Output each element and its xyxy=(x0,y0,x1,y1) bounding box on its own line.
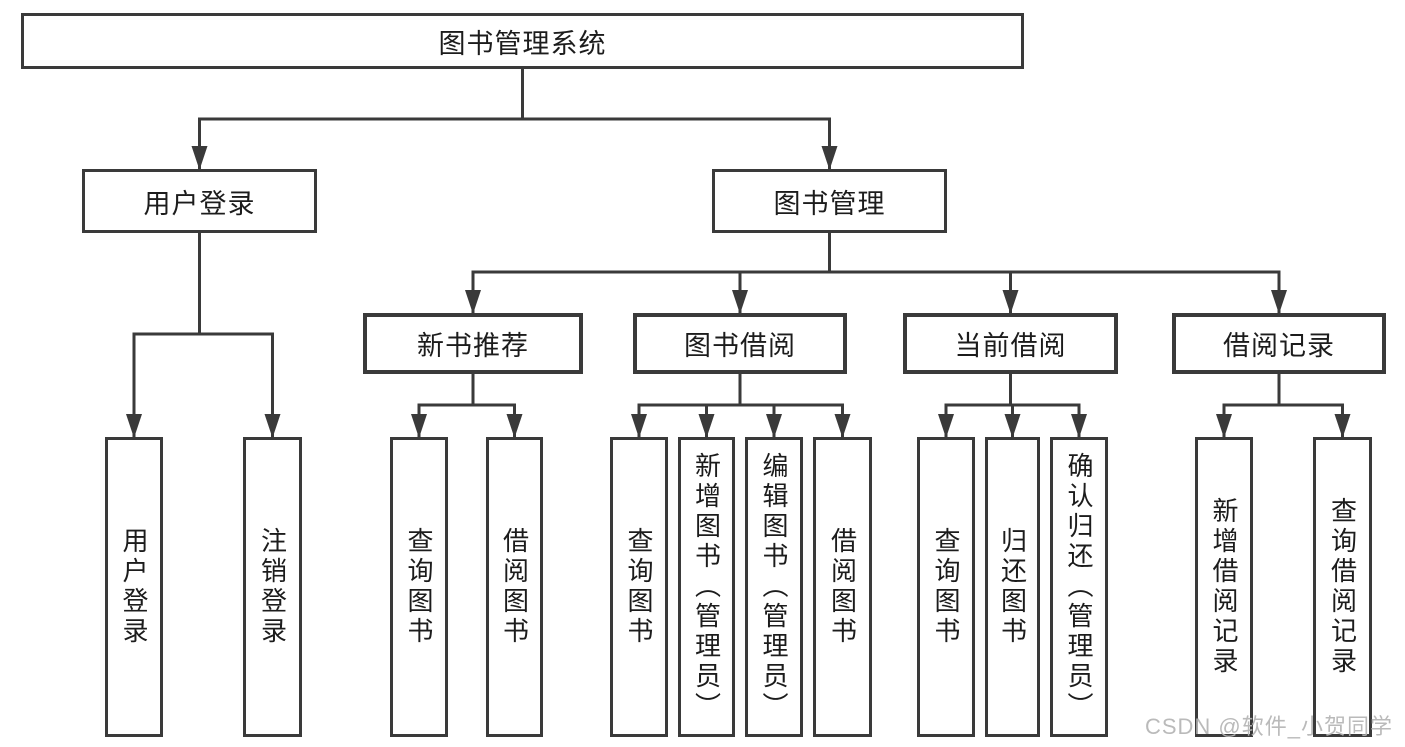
node-v-user-login: 用户登录 xyxy=(105,437,163,737)
arrowhead-icon xyxy=(766,414,782,438)
node-label: 归还图书 xyxy=(997,527,1028,647)
arrowhead-icon xyxy=(732,290,748,314)
node-label: 查询借阅记录 xyxy=(1327,497,1358,677)
arrowhead-icon xyxy=(821,146,838,170)
node-root: 图书管理系统 xyxy=(21,13,1024,69)
arrowhead-icon xyxy=(191,146,208,170)
node-br-query: 查询借阅记录 xyxy=(1313,437,1372,737)
node-label: 用户登录 xyxy=(119,527,149,647)
arrowhead-icon xyxy=(126,414,142,438)
arrowhead-icon xyxy=(465,290,481,314)
node-borrow-records: 借阅记录 xyxy=(1172,313,1386,374)
node-label: 编辑图书（管理员） xyxy=(759,452,789,722)
node-br-add: 新增借阅记录 xyxy=(1195,437,1253,737)
arrowhead-icon xyxy=(1271,290,1287,314)
node-label: 查询图书 xyxy=(931,527,961,647)
node-nbr-borrow: 借阅图书 xyxy=(486,437,543,737)
arrowhead-icon xyxy=(698,414,715,438)
arrowhead-icon xyxy=(1071,414,1087,438)
node-v-logout: 注销登录 xyxy=(243,437,302,737)
node-label: 注销登录 xyxy=(257,527,288,647)
arrowhead-icon xyxy=(834,414,851,438)
arrowhead-icon xyxy=(631,414,647,438)
node-label: 查询图书 xyxy=(404,527,434,647)
node-label: 借阅图书 xyxy=(499,527,530,647)
node-cb-query: 查询图书 xyxy=(917,437,975,737)
node-current-borrow: 当前借阅 xyxy=(903,313,1118,374)
node-label: 当前借阅 xyxy=(954,331,1067,361)
node-label: 图书管理系统 xyxy=(438,28,607,59)
node-label: 新增借阅记录 xyxy=(1209,497,1239,677)
node-cb-return: 归还图书 xyxy=(985,437,1040,737)
node-book-mgmt: 图书管理 xyxy=(712,169,947,233)
arrowhead-icon xyxy=(506,414,523,438)
arrowhead-icon xyxy=(1334,414,1351,438)
node-bb-borrow: 借阅图书 xyxy=(813,437,872,737)
arrowhead-icon xyxy=(1216,414,1232,438)
node-label: 确认归还（管理员） xyxy=(1064,452,1094,722)
node-bb-query: 查询图书 xyxy=(610,437,668,737)
arrowhead-icon xyxy=(938,414,954,438)
connector-path xyxy=(132,67,1344,439)
node-new-book-rec: 新书推荐 xyxy=(363,313,583,374)
node-label: 用户登录 xyxy=(143,188,256,219)
node-bb-edit: 编辑图书（管理员） xyxy=(745,437,803,737)
node-nbr-query: 查询图书 xyxy=(390,437,448,737)
arrowhead-icon xyxy=(1004,414,1021,438)
arrowhead-icon xyxy=(264,414,281,438)
node-label: 借阅记录 xyxy=(1223,331,1335,361)
arrowhead-icon xyxy=(1002,290,1019,314)
node-label: 新增图书（管理员） xyxy=(691,452,722,722)
node-label: 图书管理 xyxy=(773,188,886,219)
node-label: 图书借阅 xyxy=(684,331,796,361)
node-bb-add: 新增图书（管理员） xyxy=(678,437,735,737)
node-cb-confirm: 确认归还（管理员） xyxy=(1050,437,1108,737)
node-user-login: 用户登录 xyxy=(82,169,317,233)
node-label: 新书推荐 xyxy=(417,331,529,361)
arrowhead-icon xyxy=(411,414,427,438)
node-label: 查询图书 xyxy=(624,527,654,647)
node-book-borrow: 图书借阅 xyxy=(633,313,847,374)
node-label: 借阅图书 xyxy=(827,527,858,647)
